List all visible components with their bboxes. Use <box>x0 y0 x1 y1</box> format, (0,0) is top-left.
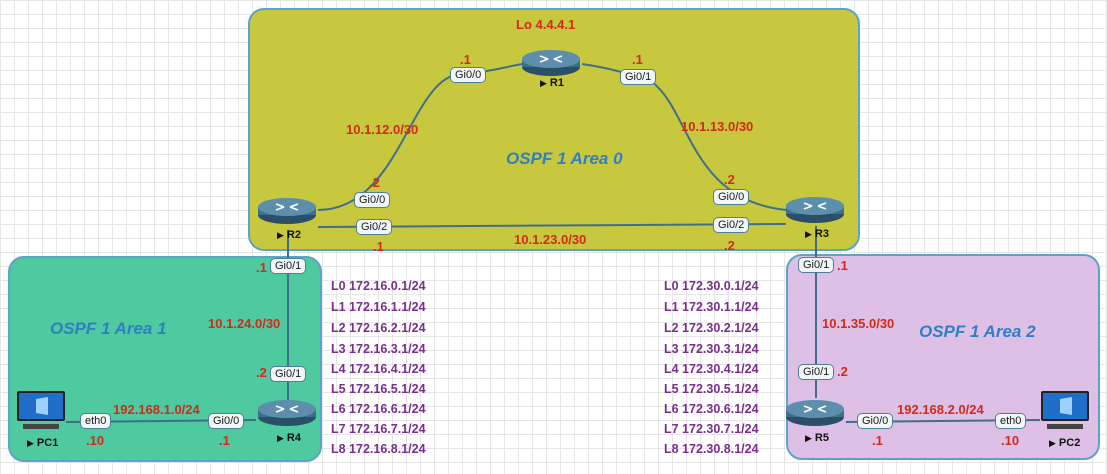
host-r2-gi0-0: .2 <box>369 175 380 190</box>
r4-loopback-2: L2 172.16.2.1/24 <box>331 321 426 335</box>
router-icon <box>786 197 844 223</box>
router-icon <box>258 400 316 426</box>
r5-loopback-8: L8 172.30.8.1/24 <box>664 442 759 456</box>
host-r2-gi0-1: .1 <box>256 260 267 275</box>
link-r1-r2 <box>317 63 523 211</box>
pc-icon <box>1041 391 1089 429</box>
router-icon <box>786 400 844 426</box>
area-0-title: OSPF 1 Area 0 <box>506 149 623 168</box>
subnet-r4-pc1: 192.168.1.0/24 <box>113 402 200 417</box>
host-r4-gi0-1: .2 <box>256 365 267 380</box>
port-pc1-eth0[interactable]: eth0 <box>80 413 112 429</box>
router-r4[interactable] <box>256 398 318 433</box>
link-r1-r3 <box>581 63 787 211</box>
subnet-r2-r4: 10.1.24.0/30 <box>208 316 281 331</box>
host-r5-gi0-1: .2 <box>837 364 848 379</box>
host-r1-gi0-1: .1 <box>632 52 643 67</box>
host-r3-gi0-0: .2 <box>724 172 735 187</box>
port-r3-gi0-2[interactable]: Gi0/2 <box>713 217 750 233</box>
area-1-box <box>8 256 322 462</box>
port-r4-gi0-0[interactable]: Gi0/0 <box>208 413 245 429</box>
host-r5-gi0-0: .1 <box>872 433 883 448</box>
pc-icon <box>17 391 65 429</box>
host-r2-gi0-2: .1 <box>373 239 384 254</box>
router-r3[interactable] <box>784 195 846 230</box>
port-r4-gi0-1[interactable]: Gi0/1 <box>270 366 307 382</box>
pc-pc2-label: ▶PC2 <box>1049 437 1081 449</box>
subnet-r2-r3: 10.1.23.0/30 <box>514 232 587 247</box>
r4-loopback-1: L1 172.16.1.1/24 <box>331 300 426 314</box>
router-r5-label: ▶R5 <box>805 432 829 444</box>
port-r2-gi0-1[interactable]: Gi0/1 <box>270 258 307 274</box>
area-0-box <box>248 8 860 251</box>
router-r3-label: ▶R3 <box>805 228 829 240</box>
router-r2-label: ▶R2 <box>277 229 301 241</box>
subnet-r1-r3: 10.1.13.0/30 <box>681 119 754 134</box>
r1-loopback-label: Lo 4.4.4.1 <box>516 17 576 32</box>
host-pc1-eth0: .10 <box>86 433 105 448</box>
r4-loopback-3: L3 172.16.3.1/24 <box>331 342 426 356</box>
r4-loopback-0: L0 172.16.0.1/24 <box>331 279 426 293</box>
port-r1-gi0-0[interactable]: Gi0/0 <box>450 67 487 83</box>
r5-loopback-1: L1 172.30.1.1/24 <box>664 300 759 314</box>
r5-loopback-2: L2 172.30.2.1/24 <box>664 321 759 335</box>
host-r1-gi0-0: .1 <box>460 52 471 67</box>
router-r1[interactable] <box>520 48 582 83</box>
pc-pc2[interactable] <box>1040 390 1090 439</box>
subnet-r5-pc2: 192.168.2.0/24 <box>897 402 984 417</box>
port-r1-gi0-1[interactable]: Gi0/1 <box>620 69 657 85</box>
r4-loopback-6: L6 172.16.6.1/24 <box>331 402 426 416</box>
r5-loopback-5: L5 172.30.5.1/24 <box>664 382 759 396</box>
r5-loopback-0: L0 172.30.0.1/24 <box>664 279 759 293</box>
r5-loopback-3: L3 172.30.3.1/24 <box>664 342 759 356</box>
router-icon <box>258 198 316 224</box>
host-r3-gi0-2: .2 <box>724 238 735 253</box>
subnet-r1-r2: 10.1.12.0/30 <box>346 122 419 137</box>
r5-loopback-4: L4 172.30.4.1/24 <box>664 362 759 376</box>
pc-pc1-label: ▶PC1 <box>27 437 59 449</box>
port-pc2-eth0[interactable]: eth0 <box>995 413 1027 429</box>
pc-pc1[interactable] <box>16 390 66 439</box>
router-r1-label: ▶R1 <box>540 77 564 89</box>
port-r5-gi0-0[interactable]: Gi0/0 <box>857 413 894 429</box>
port-r2-gi0-2[interactable]: Gi0/2 <box>356 219 393 235</box>
subnet-r3-r5: 10.1.35.0/30 <box>822 316 895 331</box>
port-r3-gi0-1[interactable]: Gi0/1 <box>798 257 835 273</box>
port-r5-gi0-1[interactable]: Gi0/1 <box>798 364 835 380</box>
area-1-title: OSPF 1 Area 1 <box>50 319 167 338</box>
host-r4-gi0-0: .1 <box>219 433 230 448</box>
r4-loopback-4: L4 172.16.4.1/24 <box>331 362 426 376</box>
r4-loopback-8: L8 172.16.8.1/24 <box>331 442 426 456</box>
port-r3-gi0-0[interactable]: Gi0/0 <box>713 189 750 205</box>
r5-loopback-6: L6 172.30.6.1/24 <box>664 402 759 416</box>
port-r2-gi0-0[interactable]: Gi0/0 <box>354 192 391 208</box>
host-r3-gi0-1: .1 <box>837 258 848 273</box>
area-2-title: OSPF 1 Area 2 <box>919 322 1036 341</box>
link-r2-r3 <box>317 223 787 228</box>
router-r5[interactable] <box>784 398 846 433</box>
router-icon <box>522 50 580 76</box>
r4-loopback-7: L7 172.16.7.1/24 <box>331 422 426 436</box>
r4-loopback-5: L5 172.16.5.1/24 <box>331 382 426 396</box>
router-r2[interactable] <box>256 196 318 231</box>
host-pc2-eth0: .10 <box>1001 433 1020 448</box>
r5-loopback-7: L7 172.30.7.1/24 <box>664 422 759 436</box>
router-r4-label: ▶R4 <box>277 432 301 444</box>
